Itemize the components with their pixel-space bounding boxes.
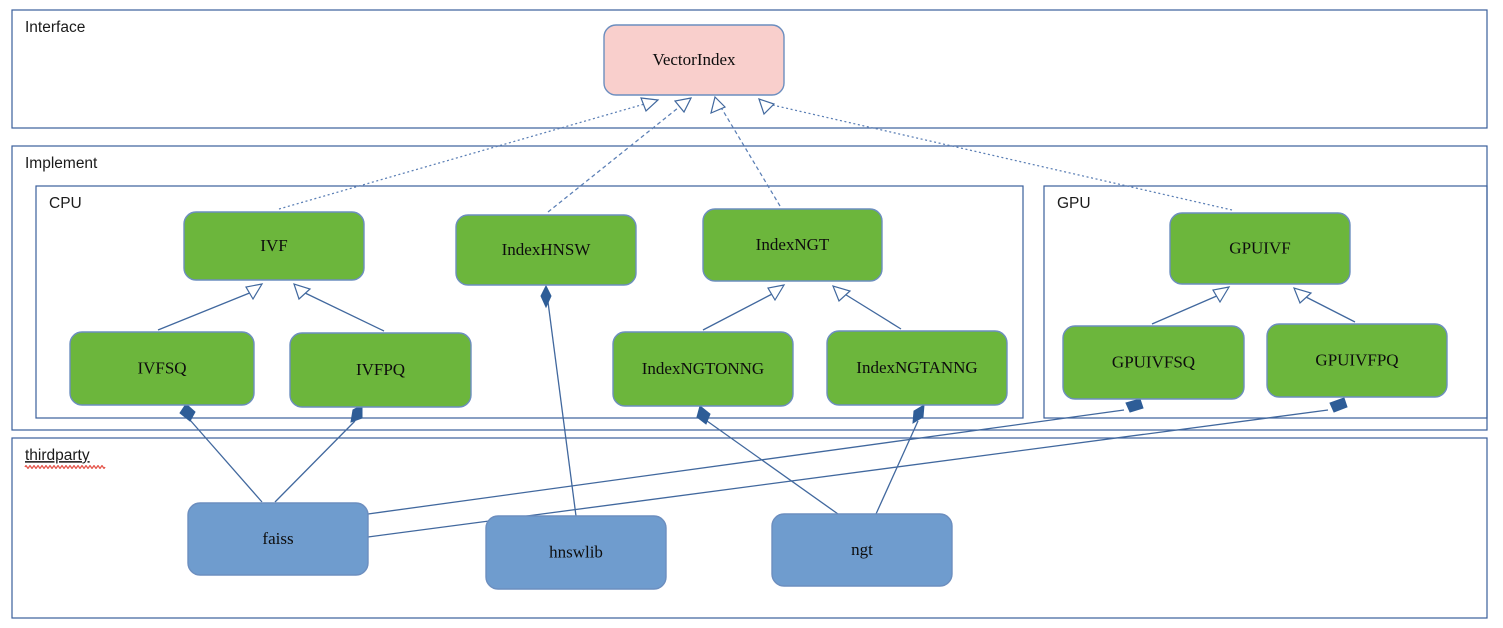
node-vectorindex[interactable]: VectorIndex [603,24,785,96]
node-indexngtanng[interactable]: IndexNGTANNG [826,330,1008,406]
node-label-hnswlib: hnswlib [549,542,603,561]
node-gpuivfsq[interactable]: GPUIVFSQ [1062,325,1245,400]
node-label-vectorindex: VectorIndex [652,50,736,69]
node-hnswlib[interactable]: hnswlib [485,515,667,590]
node-ivf[interactable]: IVF [183,211,365,281]
node-box-ivf[interactable] [183,211,365,281]
node-box-ivfsq[interactable] [69,331,255,406]
node-label-gpuivfsq: GPUIVFSQ [1112,352,1195,371]
node-label-ivf: IVF [260,236,287,255]
node-label-gpuivf: GPUIVF [1229,238,1290,257]
panel-thirdparty: thirdparty [11,437,1488,619]
edge-gpuivf-to-vectorindex [758,98,1233,211]
edge-ivfsq-to-ivf [157,283,264,331]
edge-ngt-to-indexngtanng [875,404,925,515]
edge-indexngtanng-to-indexngt [831,285,902,330]
panel-label-cpu: CPU [49,195,82,212]
node-label-ivfpq: IVFPQ [356,360,405,379]
edge-ivfpq-to-ivf [293,283,385,332]
node-label-faiss: faiss [262,529,293,548]
edge-gpuivfsq-to-gpuivf [1151,286,1231,325]
node-label-ivfsq: IVFSQ [137,358,186,377]
edge-hnswlib-to-indexhnsw [540,284,577,517]
node-ivfpq[interactable]: IVFPQ [289,332,472,408]
node-label-ngt: ngt [851,540,873,559]
edge-ngt-to-indexngtonng [696,405,839,515]
node-indexhnsw[interactable]: IndexHNSW [455,214,637,286]
node-box-gpuivfpq[interactable] [1266,323,1448,398]
node-box-indexngtanng[interactable] [826,330,1008,406]
panel-interface: Interface [11,9,1488,129]
node-ngt[interactable]: ngt [771,513,953,587]
panel-border-cpu [35,185,1024,419]
node-ivfsq[interactable]: IVFSQ [69,331,255,406]
node-box-faiss[interactable] [187,502,369,576]
panel-cpu: CPU [35,185,1024,419]
panel-label-interface: Interface [25,19,85,36]
node-box-indexngtonng[interactable] [612,331,794,407]
edge-faiss-to-ivfpq [274,404,363,503]
node-label-indexngt: IndexNGT [756,235,830,254]
panel-label-thirdparty: thirdparty [25,447,90,464]
node-indexngt[interactable]: IndexNGT [702,208,883,282]
node-box-gpuivfsq[interactable] [1062,325,1245,400]
node-label-gpuivfpq: GPUIVFPQ [1315,350,1398,369]
edge-indexhnsw-to-vectorindex [547,97,693,213]
node-box-ngt[interactable] [771,513,953,587]
node-box-vectorindex[interactable] [603,24,785,96]
edge-faiss-to-ivfsq [179,403,263,503]
edge-ivf-to-vectorindex [278,97,660,210]
panel-border-thirdparty [11,437,1488,619]
edge-indexngtonng-to-indexngt [702,284,786,331]
node-label-indexngtanng: IndexNGTANNG [856,358,977,377]
node-box-gpuivf[interactable] [1169,212,1351,285]
panel-border-interface [11,9,1488,129]
panel-label-gpu: GPU [1057,195,1091,212]
node-box-hnswlib[interactable] [485,515,667,590]
node-box-ivfpq[interactable] [289,332,472,408]
node-label-indexhnsw: IndexHNSW [502,240,592,259]
spellcheck-squiggle-thirdparty [24,465,106,469]
edge-indexngt-to-vectorindex [710,95,781,207]
edge-faiss-to-gpuivfsq [367,398,1144,515]
node-indexngtonng[interactable]: IndexNGTONNG [612,331,794,407]
node-box-indexhnsw[interactable] [455,214,637,286]
node-box-indexngt[interactable] [702,208,883,282]
node-faiss[interactable]: faiss [187,502,369,576]
node-label-indexngtonng: IndexNGTONNG [642,359,764,378]
edge-gpuivfpq-to-gpuivf [1292,287,1356,323]
node-gpuivf[interactable]: GPUIVF [1169,212,1351,285]
panel-label-implement: Implement [25,155,98,172]
edge-group [157,95,1356,538]
node-gpuivfpq[interactable]: GPUIVFPQ [1266,323,1448,398]
